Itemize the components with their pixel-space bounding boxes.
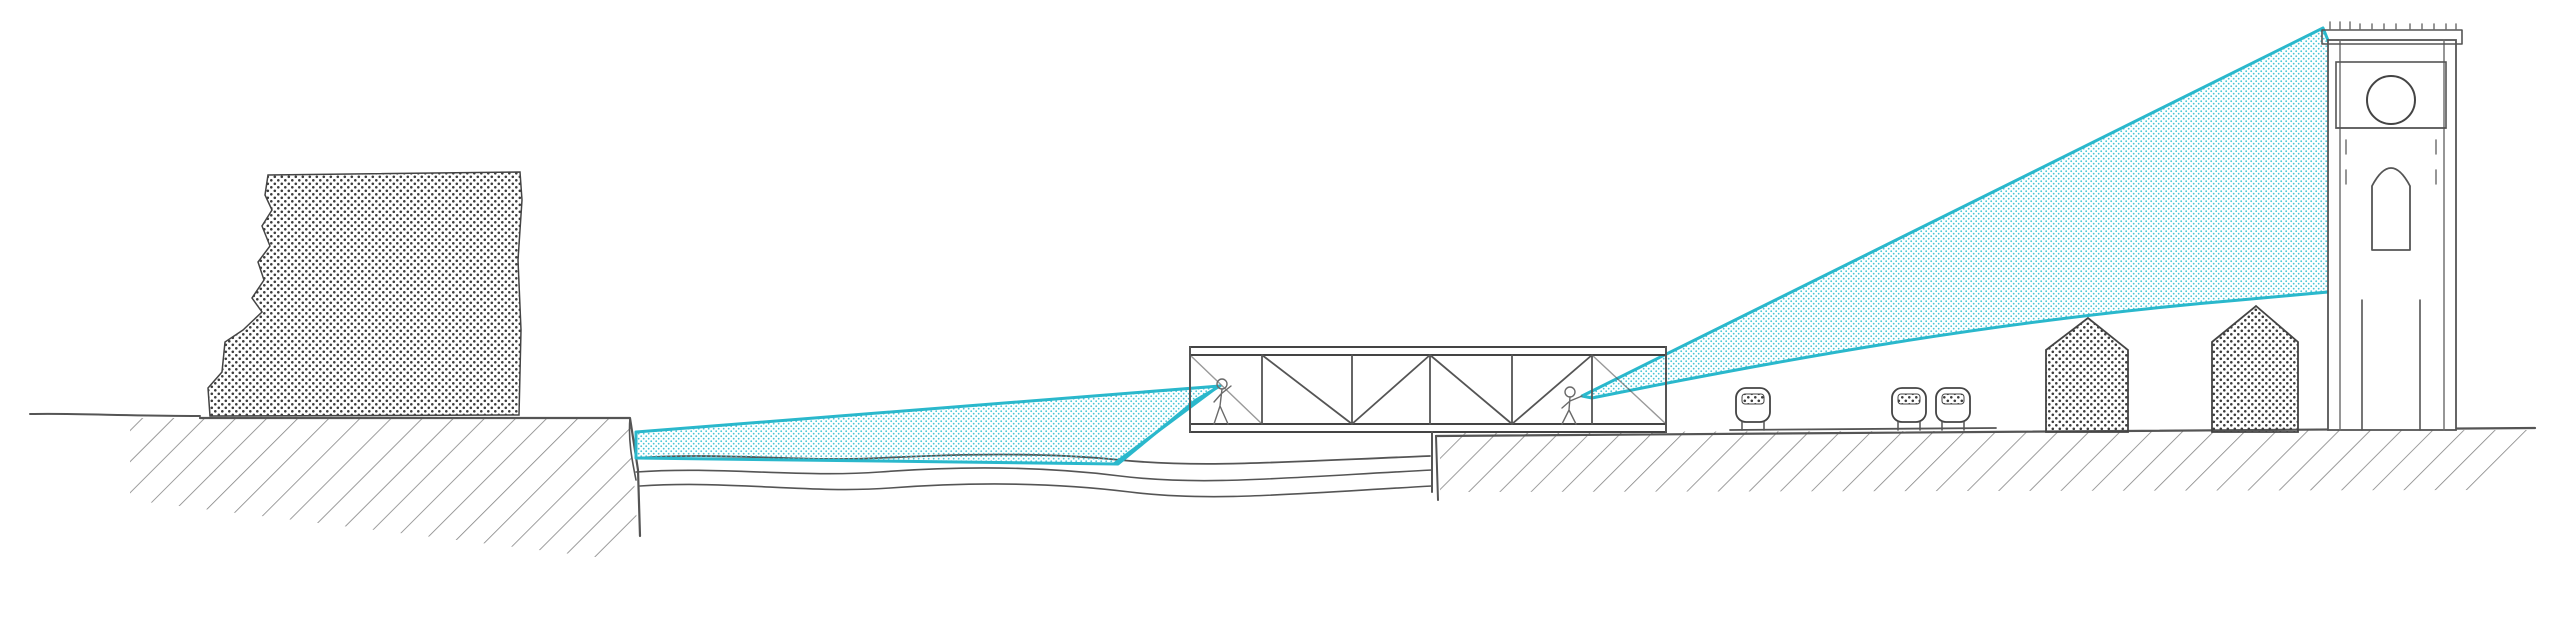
- clock-tower: [2321, 21, 2463, 431]
- pitched-house-2: [2211, 304, 2299, 433]
- car-front-3: [1935, 387, 1971, 431]
- truss-footbridge: [1189, 346, 1667, 493]
- right-ground: [1434, 426, 2537, 501]
- block-building: [207, 171, 523, 417]
- pedestrian-figure-right: [1561, 386, 1583, 425]
- view-cone-right: [1580, 26, 2352, 400]
- view-cone-left: [634, 384, 1222, 466]
- left-ground: [29, 412, 642, 560]
- pedestrian-figure-left: [1213, 378, 1232, 425]
- car-front-1: [1735, 387, 1771, 431]
- pitched-house-1: [2045, 316, 2129, 433]
- road-line: [1729, 427, 1997, 431]
- car-front-2: [1891, 387, 1927, 431]
